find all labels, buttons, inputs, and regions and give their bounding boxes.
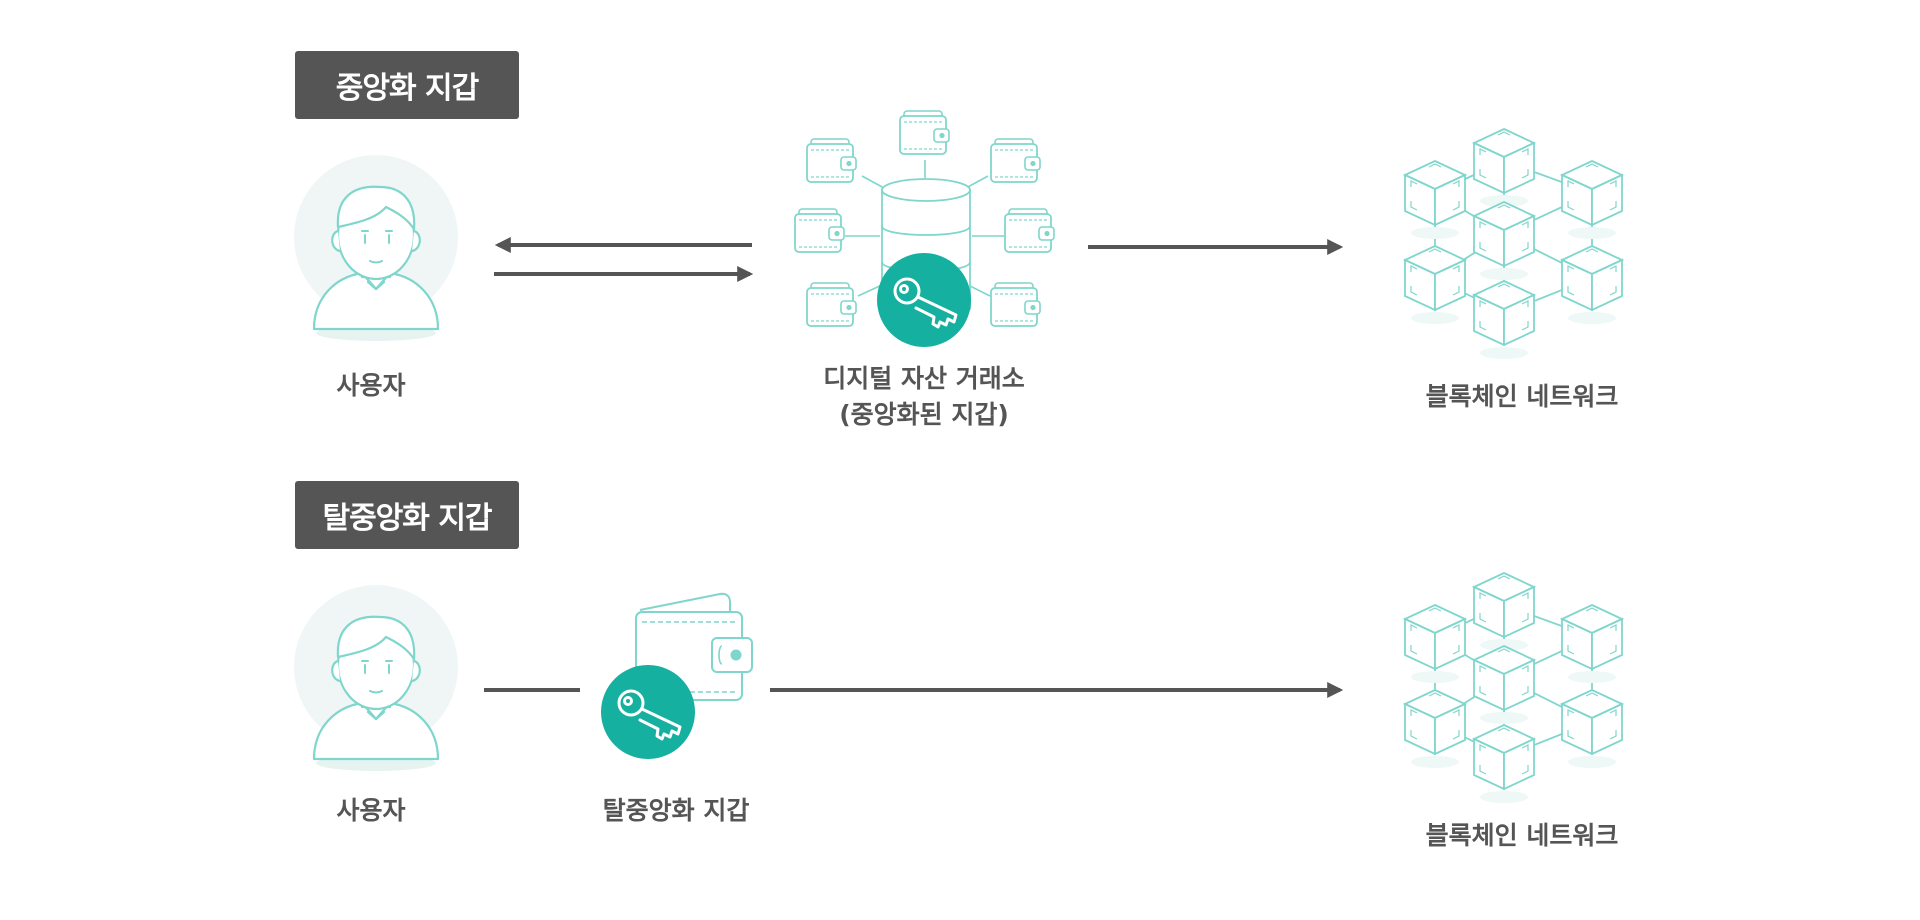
- exchange-wallet-icon: [990, 282, 1041, 327]
- decentralized-wallet-tag: 탈중앙화 지갑: [295, 481, 519, 549]
- exchange-wallet-icon: [806, 138, 857, 183]
- exchange-label-line1: 디지털 자산 거래소: [823, 364, 1025, 393]
- decentralized-wallet-tag-text: 탈중앙화 지갑: [322, 501, 492, 536]
- exchange-wallet-icon: [1004, 208, 1055, 253]
- decentralized-wallet-label: 탈중앙화 지갑: [602, 796, 750, 825]
- user-avatar-icon: [292, 583, 460, 773]
- blockchain-network-icon: [1405, 573, 1622, 803]
- exchange-wallet-icon: [899, 110, 950, 155]
- decentralized-network-label: 블록체인 네트워크: [1425, 821, 1619, 850]
- centralized-wallet-tag: 중앙화 지갑: [295, 51, 519, 119]
- blockchain-network-icon: [1405, 129, 1622, 359]
- exchange-wallet-icon: [990, 138, 1041, 183]
- user-avatar-icon: [292, 153, 460, 343]
- centralized-user-label: 사용자: [336, 371, 406, 400]
- exchange-wallet-icon: [794, 208, 845, 253]
- centralized-network-label: 블록체인 네트워크: [1425, 382, 1619, 411]
- centralized-wallet-tag-text: 중앙화 지갑: [335, 71, 479, 106]
- exchange-wallet-icon: [806, 282, 857, 327]
- exchange-label-line2: (중앙화된 지갑): [839, 400, 1009, 429]
- key-icon: [599, 663, 697, 761]
- key-icon: [875, 251, 973, 349]
- exchange-spokes: [845, 160, 1004, 297]
- exchange-label: 디지털 자산 거래소 (중앙화된 지갑): [823, 361, 1024, 433]
- decentralized-user-label: 사용자: [336, 796, 406, 825]
